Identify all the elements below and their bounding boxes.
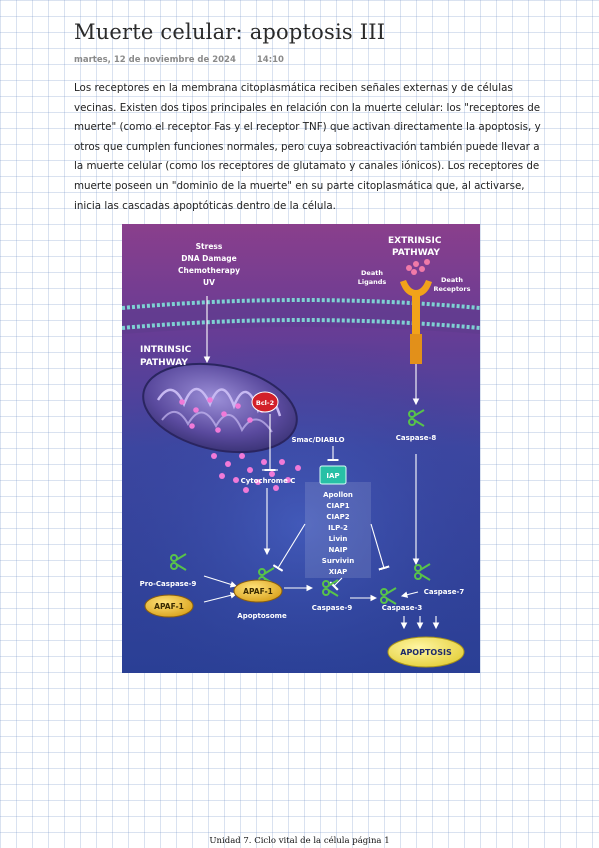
smac-label: Smac/DIABLO — [291, 436, 344, 444]
caspase3-scissors-icon — [380, 587, 397, 605]
svg-text:APAF-1: APAF-1 — [154, 602, 184, 611]
caspase7-label: Caspase-7 — [424, 588, 465, 596]
caspase9-label: Caspase-9 — [312, 604, 353, 612]
iap-label: IAP — [326, 472, 339, 480]
iap-member: Survivin — [322, 557, 354, 565]
svg-text:Bcl-2: Bcl-2 — [256, 399, 274, 407]
apoptosis-pathway-figure: Bcl-2 IAP — [122, 224, 480, 673]
death-receptors-label-1: Death — [441, 276, 463, 284]
pathway-arrows — [203, 296, 440, 630]
death-ligands-label-2: Ligands — [358, 278, 387, 286]
iap-member: ILP-2 — [328, 524, 348, 532]
stress-label-1: Stress — [196, 242, 223, 251]
death-ligands-icon — [406, 259, 430, 275]
note-meta: martes, 12 de noviembre de 2024 14:10 — [74, 55, 284, 65]
intrinsic-label-1: INTRINSIC — [140, 345, 192, 355]
caspase8-scissors-icon — [408, 409, 425, 427]
page-footer: Unidad 7. Ciclo vital de la célula págin… — [209, 836, 390, 846]
iap-box — [319, 465, 347, 485]
page-title: Muerte celular: apoptosis III — [74, 20, 386, 44]
apaf1-apoptosome: APAF-1 — [233, 579, 283, 603]
apaf1-monomer: APAF-1 — [144, 594, 194, 618]
bcl2-badge: Bcl-2 — [251, 391, 279, 413]
death-receptors-label-2: Receptors — [434, 285, 471, 293]
iap-member: CIAP2 — [326, 513, 349, 521]
iap-member: NAIP — [328, 546, 347, 554]
apoptosis-diagram: Bcl-2 IAP — [122, 224, 480, 673]
cell-membrane — [122, 298, 480, 334]
stress-label-3: Chemotherapy — [178, 266, 240, 275]
intrinsic-label-2: PATHWAY — [140, 358, 188, 368]
body-paragraph: Los receptores en la membrana citoplasmá… — [74, 82, 541, 212]
apoptosome-label: Apoptosome — [237, 612, 287, 620]
stress-label-2: DNA Damage — [181, 254, 237, 263]
cytochrome-label: Cytochrome C — [241, 477, 296, 485]
extrinsic-label-1: EXTRINSIC — [388, 236, 442, 246]
iap-member: Livin — [329, 535, 348, 543]
procaspase9-label: Pro-Caspase-9 — [140, 580, 197, 588]
death-receptor-icon — [400, 280, 432, 364]
svg-text:APOPTOSIS: APOPTOSIS — [400, 648, 452, 657]
iap-member: CIAP1 — [326, 502, 349, 510]
caspase3-label: Caspase-3 — [382, 604, 423, 612]
stress-label-4: UV — [203, 278, 215, 287]
note-date: martes, 12 de noviembre de 2024 — [74, 55, 236, 65]
procaspase9-scissors-icon — [170, 553, 187, 571]
iap-member: XIAP — [329, 568, 348, 576]
death-ligands-label-1: Death — [361, 269, 383, 277]
svg-text:APAF-1: APAF-1 — [243, 587, 273, 596]
iap-group-box — [305, 482, 371, 578]
caspase7-scissors-icon — [414, 563, 431, 581]
caspase8-label: Caspase-8 — [396, 434, 437, 442]
iap-member: Apollon — [323, 491, 353, 499]
extrinsic-label-2: PATHWAY — [392, 248, 440, 258]
caspase9-scissors-icon — [322, 579, 339, 597]
apoptosis-badge: APOPTOSIS — [387, 636, 465, 668]
note-time: 14:10 — [256, 55, 284, 65]
